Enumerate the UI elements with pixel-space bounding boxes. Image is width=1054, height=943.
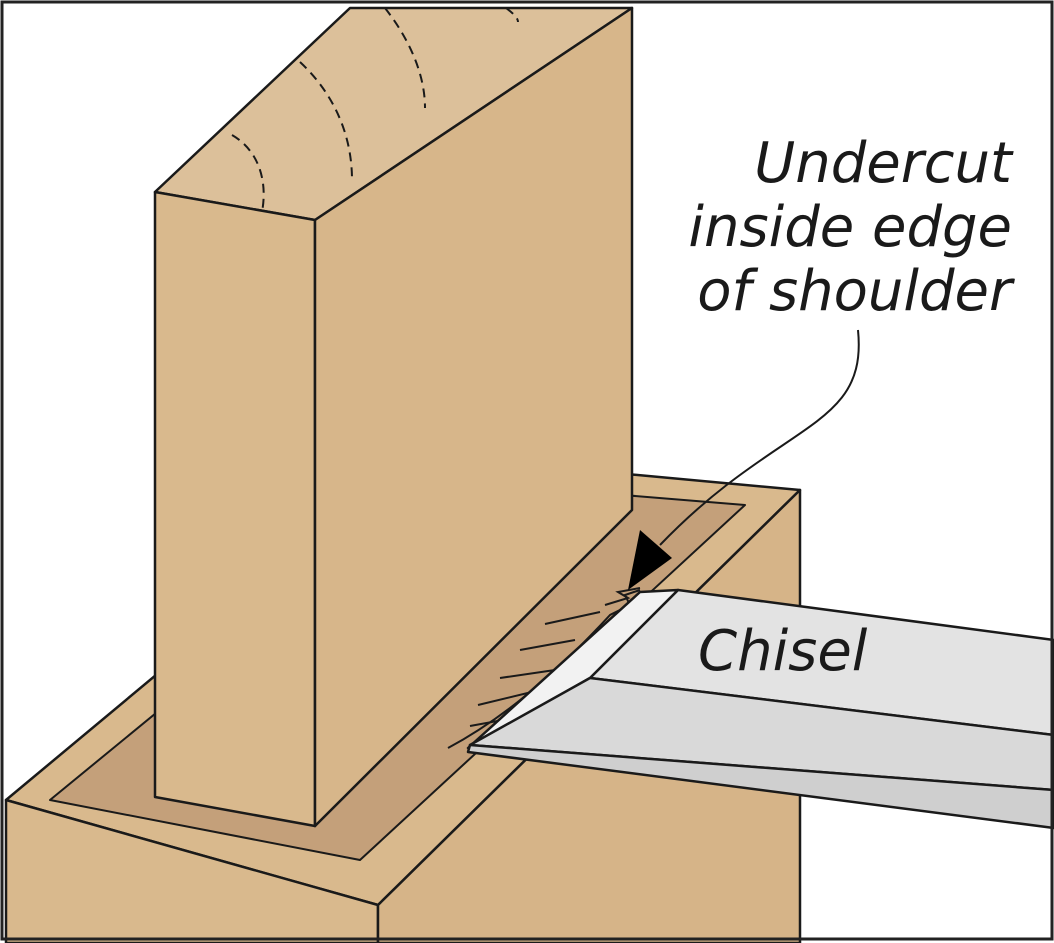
end-grain-rings [231,7,519,213]
torn-wood-fibres [447,587,641,749]
undercut-label-line-3: of shoulder [697,259,1012,324]
arrow-icon [628,530,672,590]
chisel [466,588,1054,830]
pointer-arrow [628,329,860,590]
chisel-label: Chisel [698,619,868,684]
tenon-board-side-face [313,6,634,828]
undercut-label-line-2: inside edge [688,195,1012,260]
mortise-block-front-face [4,798,380,943]
chisel-side-face [468,676,1054,792]
undercut-callout-label: Undercut inside edge of shoulder [592,136,1012,328]
arrow-leader-line [659,329,860,546]
chisel-bottom-face [466,743,1054,830]
undercut-label-line-1: Undercut [754,131,1012,196]
tenon-board-front-face [153,190,317,828]
tenon-board [153,6,634,828]
